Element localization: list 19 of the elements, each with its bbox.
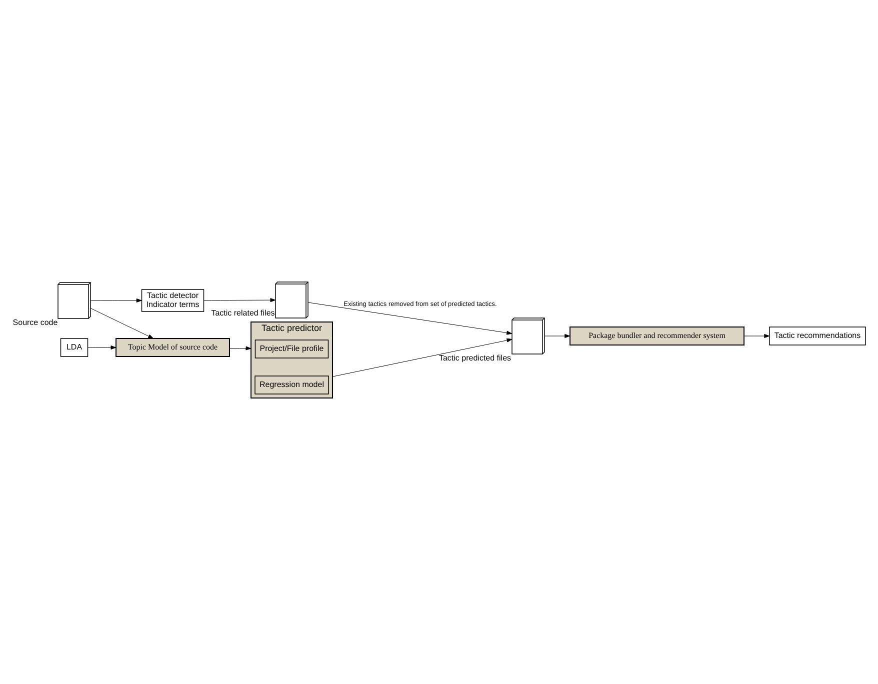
node-box: Package bundler and recommender system (570, 326, 744, 346)
node-box: Tactic recommendations (769, 326, 866, 346)
node-box: Tactic detector Indicator terms (141, 289, 204, 312)
arrow (88, 346, 116, 350)
node-label: Tactic predicted files (438, 353, 512, 362)
arrow (544, 334, 570, 338)
node-box: Regression model (254, 376, 329, 394)
arrow (229, 346, 252, 350)
arrow (90, 298, 142, 302)
arrow (308, 302, 512, 335)
arrow (744, 334, 770, 338)
arrow (332, 338, 512, 377)
node-box: LDA (60, 338, 88, 357)
node-label: Tactic related files (211, 308, 275, 318)
node-label: Source code (12, 318, 58, 327)
arrow (204, 298, 276, 302)
arrow (90, 308, 154, 339)
node-box: Project/File profile (254, 340, 329, 358)
node-box: Topic Model of source code (116, 338, 230, 357)
